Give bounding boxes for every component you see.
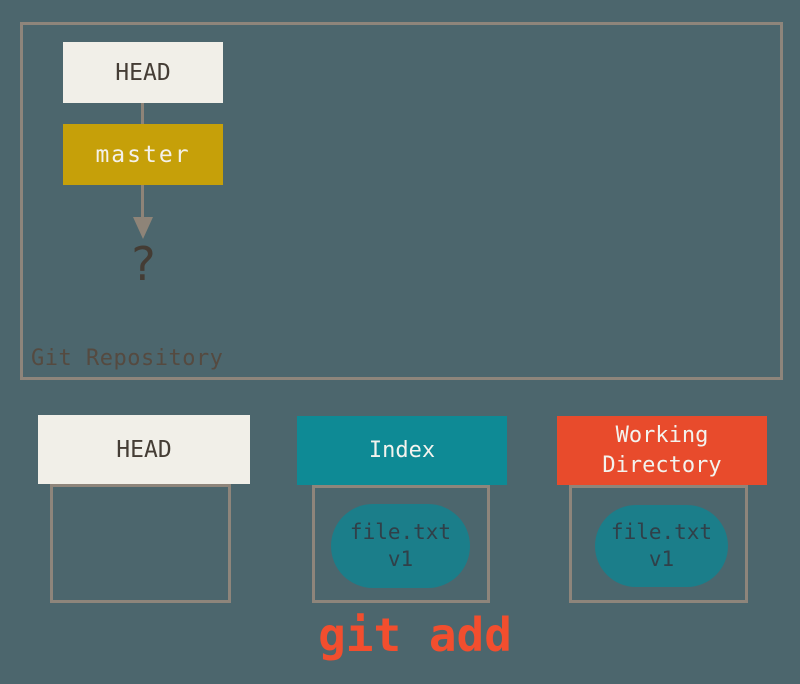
working-directory-title-line2: Directory [602, 452, 722, 478]
index-area-title: Index [368, 437, 436, 463]
head-area-header: HEAD [38, 415, 250, 484]
working-directory-area-title: Working Directory [602, 421, 721, 481]
git-repository-label: Git Repository [31, 346, 224, 371]
index-area-outline [312, 485, 490, 603]
index-file-pill: file.txt v1 [331, 504, 470, 588]
master-branch-box: master [63, 124, 223, 185]
head-area-title: HEAD [116, 436, 172, 463]
working-directory-file-pill: file.txt v1 [595, 505, 728, 587]
working-directory-title-line1: Working [615, 422, 709, 448]
master-arrow-head-icon [133, 217, 153, 239]
head-ref-label: HEAD [115, 59, 171, 86]
index-file-name: file.txt [349, 520, 452, 544]
git-add-command-label: git add [318, 608, 512, 662]
master-arrow-stem [141, 185, 144, 218]
working-directory-area-header: Working Directory [557, 416, 767, 485]
index-file-version: v1 [387, 547, 414, 571]
head-area-outline [50, 484, 231, 603]
working-directory-file-name: file.txt [610, 520, 713, 544]
unknown-commit-placeholder: ? [129, 237, 157, 291]
head-to-master-connector [141, 103, 144, 124]
working-directory-area-outline [569, 485, 748, 603]
head-ref-box: HEAD [63, 42, 223, 103]
git-repository-box: HEAD master ? Git Repository [20, 22, 783, 380]
working-directory-file-version: v1 [648, 547, 675, 571]
master-branch-label: master [95, 141, 191, 168]
index-area-header: Index [297, 416, 507, 485]
